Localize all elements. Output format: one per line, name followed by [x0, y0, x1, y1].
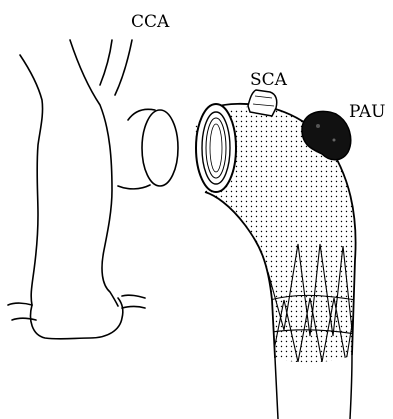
cca-label: CCA — [131, 12, 170, 32]
pau-label: PAU — [349, 102, 385, 122]
sca-label: SCA — [250, 70, 288, 90]
sca-branch-stump — [248, 90, 277, 116]
graft-proximal-end — [196, 104, 236, 192]
native-aorta-outline — [8, 40, 178, 339]
